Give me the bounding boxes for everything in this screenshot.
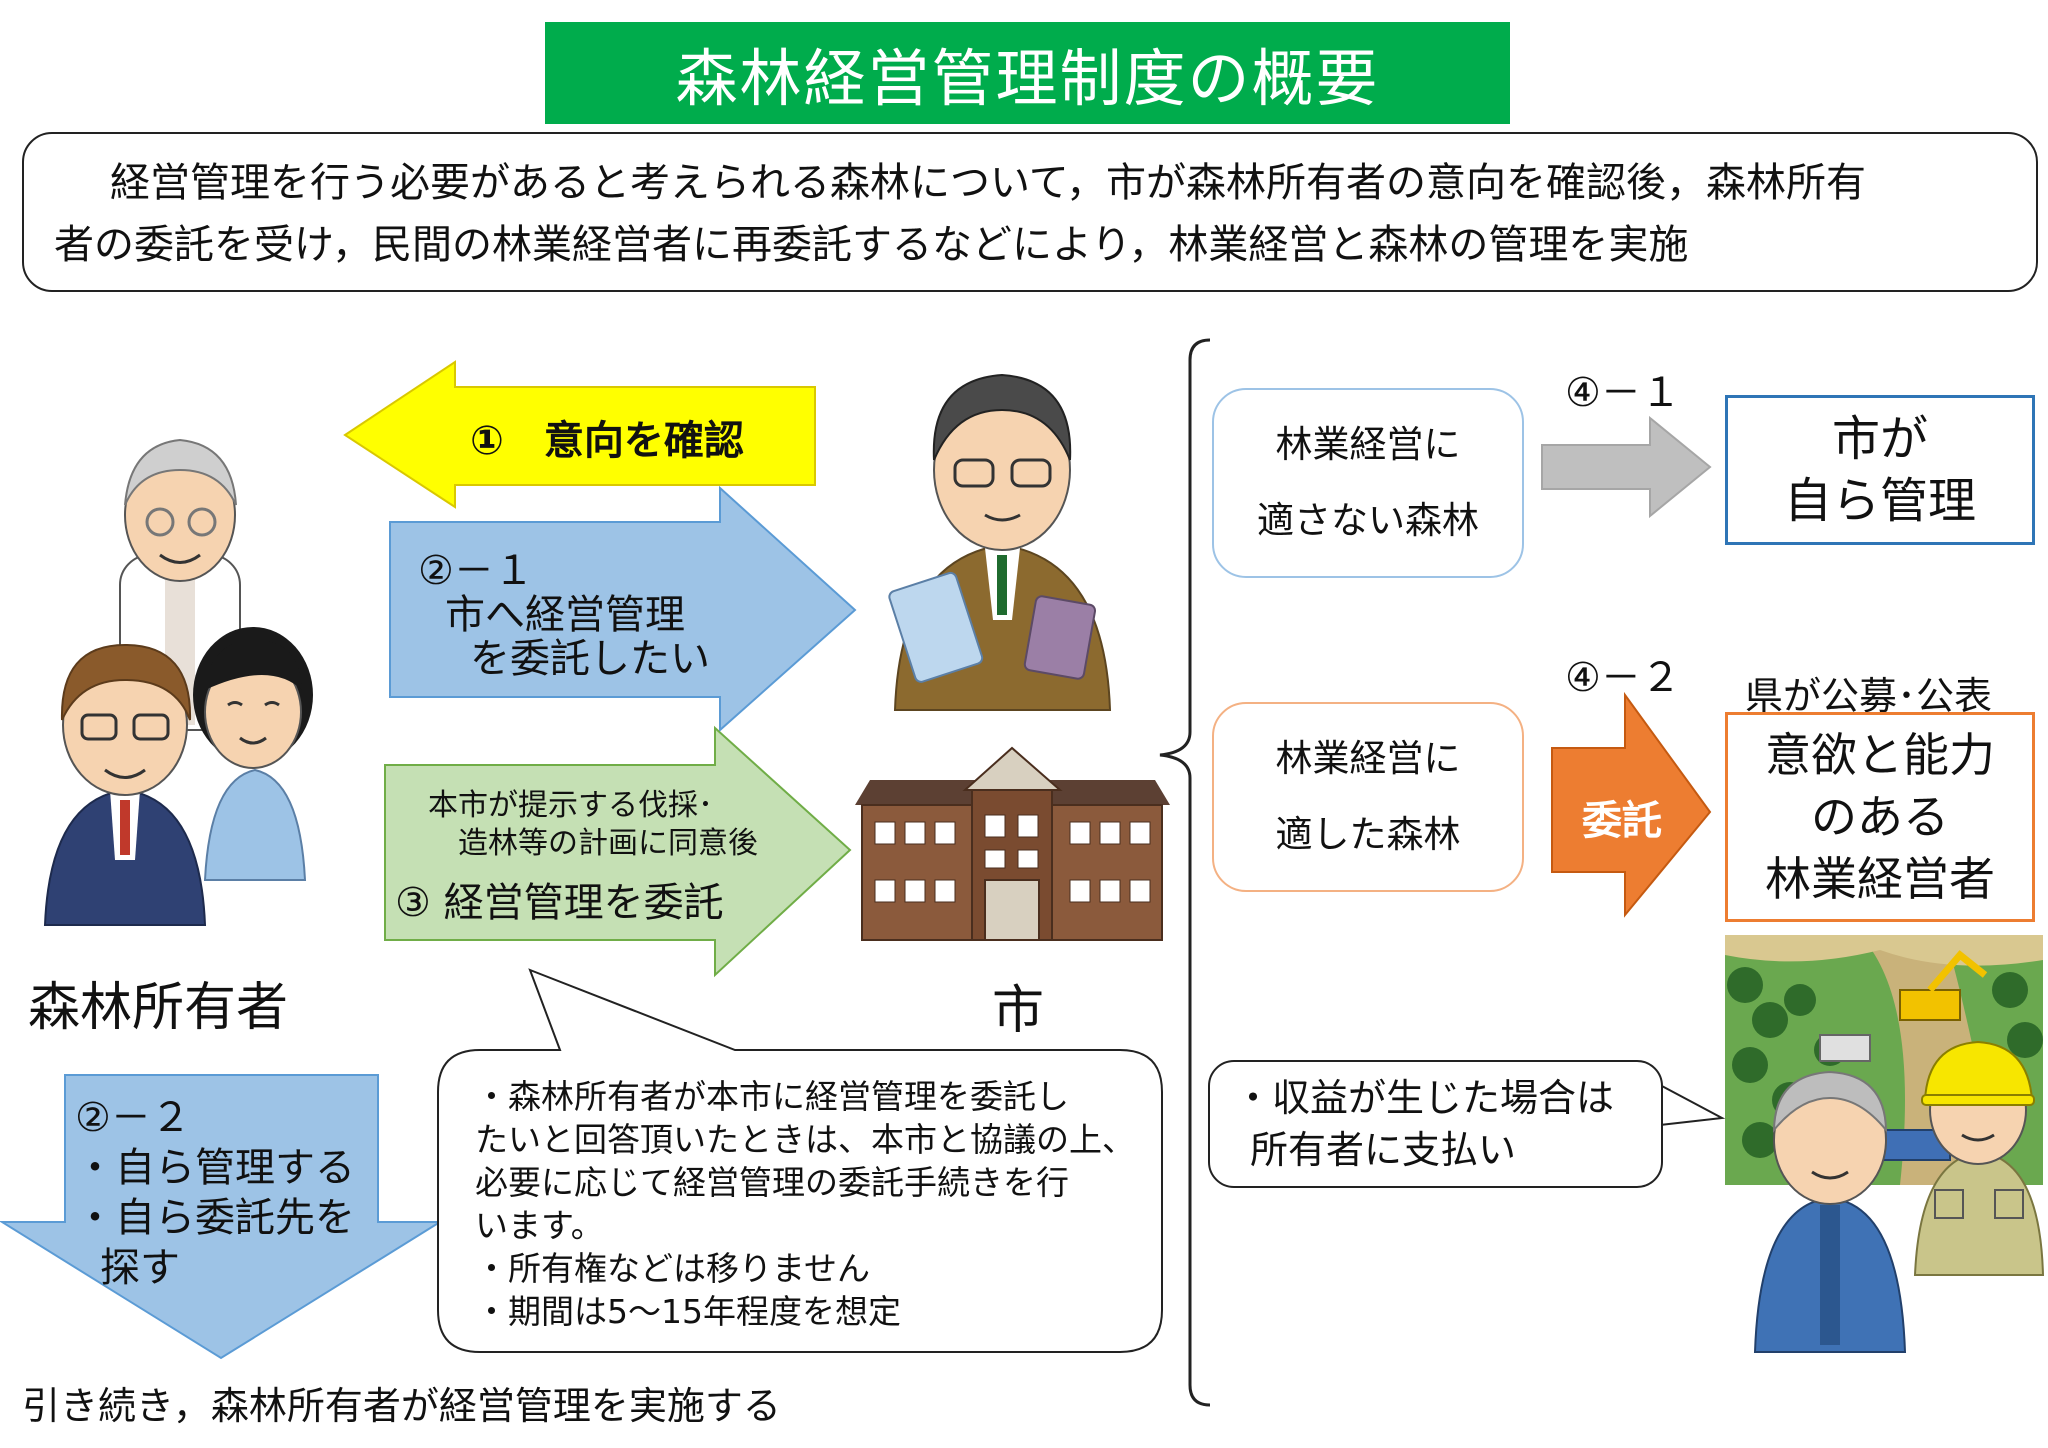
city-self-manage-line2: 自ら管理	[1783, 473, 1976, 529]
suitable-forest-line1: 林業経営に	[1275, 737, 1461, 780]
young-man-icon	[43, 643, 207, 926]
profit-note-box: ・収益が生じた場合は 所有者に支払い	[1208, 1060, 1663, 1188]
forestry-manager-line1: 意欲と能力	[1765, 728, 1995, 782]
step2-2-line1: ・自ら管理する	[75, 1145, 355, 1191]
summary-line-2: 者の委託を受け，民間の林業経営者に再委託するなどにより，林業経営と森林の管理を実…	[54, 222, 1689, 268]
step2-2-arrow	[0, 1074, 444, 1360]
callout-line-5: ・所有権などは移りません	[475, 1249, 871, 1288]
unsuitable-forest-line1: 林業経営に	[1275, 423, 1461, 466]
step4-2-arrow	[1551, 691, 1712, 918]
step3-line3: ③ 経営管理を委託	[395, 880, 724, 926]
unsuitable-forest-box: 林業経営に 適さない森林	[1212, 388, 1524, 578]
step2-1-line2: を委託したい	[470, 636, 710, 682]
city-official-icon	[888, 373, 1112, 711]
suitable-forest-line2: 適した森林	[1275, 813, 1461, 856]
step3-line2: 造林等の計画に同意後	[458, 826, 758, 861]
continue-text: 引き続き，森林所有者が経営管理を実施する	[22, 1384, 781, 1428]
city-label: 市	[992, 981, 1045, 1041]
forestry-manager-line3: 林業経営者	[1765, 852, 1995, 906]
step2-2-number: ②－２	[75, 1095, 191, 1141]
step4-1-label: ④－１	[1565, 370, 1681, 416]
callout-text: ・森林所有者が本市に経営管理を委託し たいと回答頂いたときは、本市と協議の上、 …	[475, 1075, 1155, 1333]
forest-worker-icon	[1753, 1070, 1907, 1353]
step2-2-line3: 探す	[100, 1245, 180, 1291]
branch-bracket	[1159, 338, 1211, 1407]
step4-1-arrow	[1541, 415, 1712, 519]
step2-1-number: ②－１	[418, 548, 534, 594]
callout-bubble	[437, 968, 1163, 1353]
city-self-manage-box: 市が 自ら管理	[1725, 395, 2035, 545]
young-woman-icon	[193, 627, 313, 881]
profit-note-line2: 所有者に支払い	[1250, 1128, 1517, 1172]
forestry-manager-box: 意欲と能力 のある 林業経営者	[1725, 712, 2035, 922]
step1-label: ① 意向を確認	[470, 418, 744, 464]
step4-2-label: ④－２	[1565, 655, 1681, 701]
callout-line-4: います。	[475, 1206, 604, 1245]
summary-box: 経営管理を行う必要があると考えられる森林について，市が森林所有者の意向を確認後，…	[22, 132, 2038, 292]
step3-arrow	[384, 725, 852, 978]
city-self-manage-line1: 市が	[1831, 411, 1928, 467]
prefecture-recruit-header: 県が公募･公表	[1745, 674, 1993, 718]
page-title: 森林経営管理制度の概要	[545, 22, 1510, 124]
callout-line-3: 必要に応じて経営管理の委託手続きを行	[475, 1163, 1069, 1202]
step2-1-arrow	[389, 485, 857, 733]
callout-line-1: ・森林所有者が本市に経営管理を委託し	[475, 1077, 1069, 1116]
callout-line-2: たいと回答頂いたときは、本市と協議の上、	[475, 1120, 1135, 1159]
forestry-manager-line2: のある	[1811, 790, 1949, 844]
owner-label: 森林所有者	[28, 978, 289, 1038]
step2-1-line1: 市へ経営管理	[445, 592, 685, 638]
consign-label: 委託	[1582, 798, 1662, 844]
unsuitable-forest-line2: 適さない森林	[1257, 499, 1479, 542]
step2-2-line2: ・自ら委託先を	[75, 1195, 355, 1241]
step3-line1: 本市が提示する伐採･	[428, 788, 713, 823]
step1-arrow	[343, 360, 816, 509]
profit-note-line1: ・収益が生じた場合は	[1234, 1076, 1615, 1120]
hardhat-worker-icon	[1913, 1040, 2045, 1276]
profit-note-pointer	[1659, 1084, 1726, 1126]
summary-line-1: 経営管理を行う必要があると考えられる森林について，市が森林所有者の意向を確認後，…	[110, 160, 1866, 206]
callout-line-6: ・期間は5～15年程度を想定	[475, 1292, 901, 1331]
suitable-forest-box: 林業経営に 適した森林	[1212, 702, 1524, 892]
city-hall-building-icon	[855, 746, 1170, 941]
